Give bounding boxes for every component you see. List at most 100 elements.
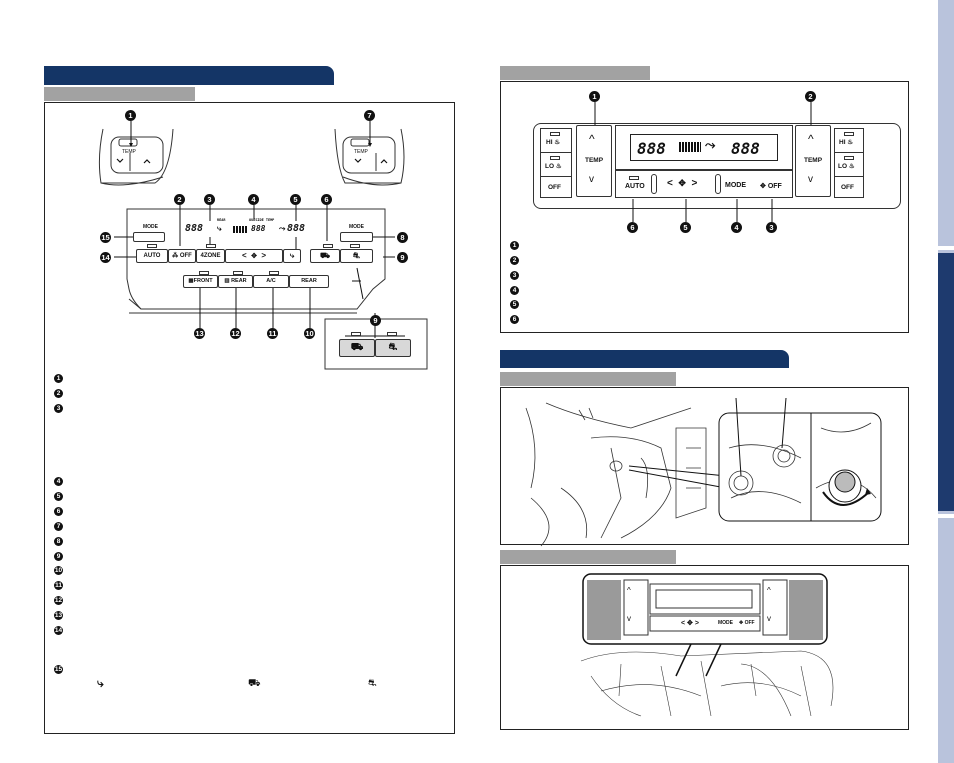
rear-lcd-airflow-icon: ⤳ [705, 138, 716, 153]
rear-seat-drawing [580, 573, 834, 717]
legend-num: 8 [54, 537, 63, 546]
fan-increase-icon[interactable]: > [261, 251, 267, 260]
rear-climate-panel: 1 2 6 5 4 3 HI ♨ LO ♨ OFF ^ TEMP v 888 ⤳… [500, 81, 909, 333]
fan-speed-control[interactable]: < ✥ > [225, 249, 283, 263]
inset-fresh-air-button[interactable]: ⛟ [339, 339, 375, 357]
rear-defog-indicator [233, 271, 243, 275]
callout-9: 9 [397, 252, 408, 263]
rear-fan-icon: ✥ [678, 178, 686, 188]
temp-left-label: TEMP [585, 157, 604, 164]
mode-right-label: MODE [349, 224, 364, 230]
rear-defog-button[interactable]: ▥ REAR [218, 275, 253, 288]
callout-1: 1 [125, 110, 136, 121]
ac-button[interactable]: A/C [253, 275, 289, 288]
auto-indicator [147, 244, 157, 248]
callout-9-inset: 9 [370, 315, 381, 326]
rear-seat-illustration-panel: ^ v ^ v < ✥ > MODE ✥ OFF [500, 565, 909, 730]
rear-seat-fan-off-label: OFF [744, 620, 755, 626]
separator [715, 174, 721, 194]
callout-15: 15 [100, 232, 111, 243]
temp-down-left-icon[interactable]: v [589, 174, 594, 185]
temp-left-control[interactable]: ^ TEMP v [576, 125, 612, 197]
temp-right-control[interactable]: ^ TEMP v [795, 125, 831, 197]
hi-indicator [550, 132, 560, 136]
left-seat-group: HI ♨ LO ♨ OFF [540, 128, 572, 198]
fan-off-label: OFF [179, 253, 192, 259]
lcd-outside-temp: 888 [251, 224, 266, 233]
fresh-air-icon: ⛟ [248, 678, 261, 689]
rear-seat-temp-up-icon[interactable]: ^ [627, 586, 631, 595]
rear-legend-num: 3 [510, 271, 519, 280]
lcd-rear-tag: REAR [217, 218, 226, 222]
rear-seat-mode-button[interactable]: MODE [718, 620, 733, 626]
divider [835, 176, 863, 177]
mode-right-button[interactable] [340, 232, 373, 242]
inset-recirculate-button[interactable]: ⛐ [375, 339, 411, 357]
legend-num: 14 [54, 626, 63, 635]
rear-seat-temp-down-icon[interactable]: v [627, 614, 631, 623]
rear-seat-temp-up-right-icon[interactable]: ^ [767, 586, 771, 595]
lo-right-indicator [844, 156, 854, 160]
callout-3: 3 [204, 194, 215, 205]
temp-down-right-icon[interactable]: v [808, 174, 813, 185]
lo-left-button[interactable]: LO ♨ [545, 163, 562, 170]
rear-callout-1: 1 [589, 91, 600, 102]
rear-mode-button[interactable]: MODE [725, 182, 746, 189]
fan-off-button[interactable]: ⁂ OFF [168, 249, 196, 263]
rear-legend-num: 2 [510, 256, 519, 265]
rear-seat-temp-down-right-icon[interactable]: v [767, 614, 771, 623]
off-right-button[interactable]: OFF [841, 184, 854, 191]
legend-num: 12 [54, 596, 63, 605]
fan-icon: ✥ [251, 253, 257, 260]
legend-num: 5 [54, 492, 63, 501]
off-left-button[interactable]: OFF [548, 184, 561, 191]
sidebar-active-tab[interactable] [938, 253, 954, 511]
airflow-icon: ⤷ [97, 676, 104, 690]
defog-indicator [323, 244, 333, 248]
hi-left-button[interactable]: HI ♨ [546, 139, 561, 146]
mode-left-button[interactable] [133, 232, 165, 242]
callout-2: 2 [174, 194, 185, 205]
steering-temp-label: TEMP [122, 149, 136, 155]
rear-seat-fan-off-button[interactable]: ✥ OFF [739, 620, 755, 626]
inset-recirc-indicator [387, 332, 397, 336]
rear-callout-6: 6 [627, 222, 638, 233]
callout-14: 14 [100, 252, 111, 263]
lcd-temp-right: 888 [287, 223, 306, 234]
legend-num: 10 [54, 566, 63, 575]
rear-callout-5: 5 [680, 222, 691, 233]
legend-num: 4 [54, 477, 63, 486]
rear-control-button[interactable]: REAR [289, 275, 329, 288]
auto-button[interactable]: AUTO [136, 249, 168, 263]
lo-right-button[interactable]: LO ♨ [838, 163, 855, 170]
front-defrost-button[interactable]: ▩FRONT [183, 275, 218, 288]
temp-up-right-icon[interactable]: ^ [808, 132, 814, 146]
front-climate-panel: 1 7 2 3 4 5 6 15 14 8 9 13 12 11 10 9 TE… [44, 102, 455, 734]
rear-auto-button[interactable]: AUTO [625, 183, 645, 190]
callout-12: 12 [230, 328, 241, 339]
callout-13: 13 [194, 328, 205, 339]
rear-button-row [615, 170, 793, 198]
rear-fan-speed-control[interactable]: < ✥ > [667, 178, 698, 189]
rear-fan-off-button[interactable]: ✥ OFF [760, 183, 782, 190]
hi-right-indicator [844, 132, 854, 136]
four-zone-indicator [206, 244, 216, 248]
inset-fresh-indicator [351, 332, 361, 336]
rear-seat-fan-control[interactable]: < ✥ > [681, 620, 699, 627]
right-seat-group: HI ♨ LO ♨ OFF [834, 128, 864, 198]
hi-right-button[interactable]: HI ♨ [839, 139, 854, 146]
sidebar-divider [938, 246, 954, 250]
recirculate-button[interactable]: ⛐ [340, 249, 373, 263]
separator [651, 174, 657, 194]
temp-up-left-icon[interactable]: ^ [589, 132, 595, 146]
four-zone-button[interactable]: 4ZONE [196, 249, 225, 263]
ac-indicator [269, 271, 279, 275]
fan-decrease-icon[interactable]: < [241, 251, 247, 260]
callout-7: 7 [364, 110, 375, 121]
airflow-mode-button[interactable]: ⤷ [283, 249, 301, 263]
steering-temp-label-right: TEMP [354, 149, 368, 155]
rear-callout-lines [593, 102, 813, 222]
divider [541, 176, 571, 177]
legend-num: 6 [54, 507, 63, 516]
fresh-air-button[interactable]: ⛟ [310, 249, 340, 263]
